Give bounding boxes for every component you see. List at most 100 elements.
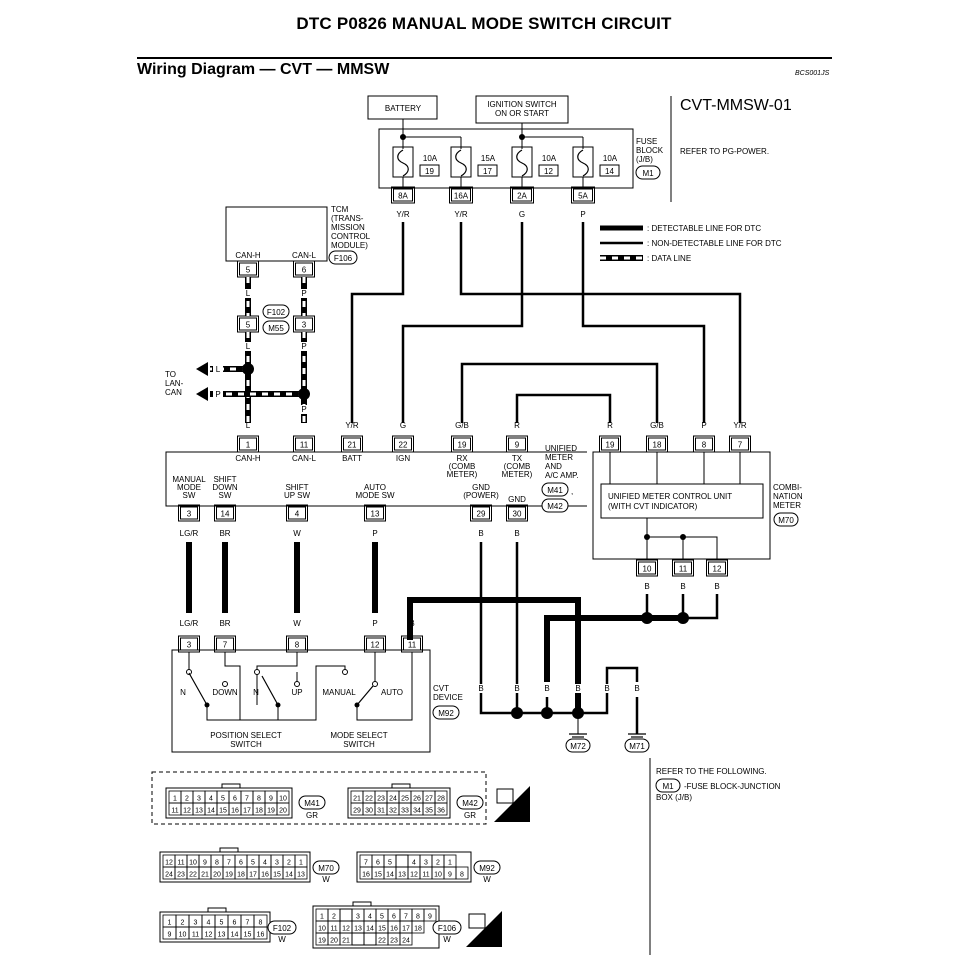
cvt-pin-number: 7 xyxy=(223,641,228,650)
f106-connector-pin-number: 3 xyxy=(356,914,360,921)
m92-connector-pin-number: 14 xyxy=(386,872,394,879)
meter-pin-name: BATT xyxy=(342,454,362,463)
f102-badge xyxy=(267,920,297,935)
joint-f-badge xyxy=(262,304,290,319)
wire-label-gap xyxy=(213,390,223,399)
tcm-pin xyxy=(239,262,257,276)
wire-color-label: W xyxy=(293,619,301,628)
connector-color: W xyxy=(443,935,451,944)
meter-bottom-pin-name: DOWN xyxy=(212,483,238,492)
meter-pin-name: (COMB xyxy=(504,462,531,471)
meter-bottom-pin xyxy=(216,506,234,520)
meter-pin-frame xyxy=(341,435,363,453)
switch-contact xyxy=(222,681,228,687)
m70-connector-pin-number: 9 xyxy=(203,860,207,867)
fuse-block-connector-badge-text: M1 xyxy=(642,169,654,178)
m92-connector-pin-number: 13 xyxy=(398,872,406,879)
wire-label-gap xyxy=(243,289,253,298)
meter-pin-number: 11 xyxy=(300,441,309,450)
m41-connector-pin-number: 6 xyxy=(233,796,237,803)
wire-color-label: Y/R xyxy=(396,210,410,219)
hs-symbol-bottom-text: H.S. xyxy=(479,934,497,944)
wire-color-label: P xyxy=(372,529,377,538)
combi-pin-number: 18 xyxy=(653,441,662,450)
m70-connector-pin-number: 2 xyxy=(287,860,291,867)
m92-connector-cell xyxy=(455,866,469,880)
m70-connector-pin-number: 5 xyxy=(251,860,255,867)
wire-label-gap xyxy=(477,684,485,693)
combi-bottom-pin xyxy=(674,561,692,575)
page-title: DTC P0826 MANUAL MODE SWITCH CIRCUIT xyxy=(296,14,672,33)
f102-connector-pin-number: 10 xyxy=(179,932,187,939)
meter-label: A/C AMP. xyxy=(545,471,579,480)
cvt-connector-badge-text: M92 xyxy=(438,709,454,718)
joint-connector-pin xyxy=(295,317,313,331)
cvt-pin-number: 11 xyxy=(408,641,417,650)
connector-color: W xyxy=(278,935,286,944)
fuse-holder xyxy=(450,146,472,178)
cvt-pin xyxy=(403,637,421,651)
f102-connector-pin-number: 9 xyxy=(168,932,172,939)
wire-color-label: G/B xyxy=(650,421,664,430)
unified-meter-control-unit xyxy=(600,483,764,519)
m41-connector-pin-number: 2 xyxy=(185,796,189,803)
meter-pin-number: 19 xyxy=(458,441,467,450)
fuse-terminal-frame xyxy=(510,186,534,204)
m70-connector-pin-number: 23 xyxy=(177,872,185,879)
m42-badge xyxy=(456,795,484,810)
m70-connector-pin-number: 7 xyxy=(227,860,231,867)
m41-badge-text: M41 xyxy=(304,799,320,808)
m41-connector-pin-number: 16 xyxy=(231,808,239,815)
tcm-label: MISSION xyxy=(331,223,365,232)
combi-pin xyxy=(695,437,713,451)
wire-label-gap xyxy=(213,365,223,374)
tcm-pin-name: CAN-H xyxy=(235,251,261,260)
m70-connector-pin-number: 21 xyxy=(201,872,209,879)
switch-pivot xyxy=(354,702,360,708)
wire-label-gap xyxy=(513,684,521,693)
m70-connector-tab xyxy=(219,847,239,853)
m92-connector-pin-number: 15 xyxy=(374,872,382,879)
m42-connector-pin-number: 24 xyxy=(389,796,397,803)
hs-symbol-top-triangle xyxy=(494,786,530,822)
fuse-terminal-number: 2A xyxy=(517,192,527,201)
batt-wire xyxy=(350,222,405,423)
ground-detectable-wire xyxy=(544,615,683,682)
m41-connector-pin-number: 14 xyxy=(207,808,215,815)
meter-bottom-pin-number: 3 xyxy=(187,510,192,519)
combi-bottom-pin-frame xyxy=(706,559,728,577)
legend-non-detectable-text: : NON-DETECTABLE LINE FOR DTC xyxy=(647,239,782,248)
switch-position-label: N xyxy=(253,688,259,697)
f106-connector-tab xyxy=(352,901,372,907)
fuse-number-box xyxy=(419,164,440,177)
f102-connector-pin-number: 15 xyxy=(244,932,252,939)
wire-color-label: P xyxy=(580,210,585,219)
meter-bottom-pin-number: 13 xyxy=(371,510,380,519)
rx-wire xyxy=(460,362,659,423)
ground-splice-dot xyxy=(541,707,553,719)
meter-bottom-pin-number: 14 xyxy=(221,510,230,519)
meter-bottom-pin-name: SW xyxy=(219,491,232,500)
m41-connector-pin-number: 10 xyxy=(279,796,287,803)
cvt-pin xyxy=(366,637,384,651)
ignition-switch-label: ON OR START xyxy=(495,109,549,118)
wire-label-gap xyxy=(603,684,611,693)
cvt-ground-detectable-wire xyxy=(407,597,581,682)
wire-color-label: BR xyxy=(219,529,230,538)
meter-ground-power-wire xyxy=(479,542,639,715)
combi-bottom-pin-number: 11 xyxy=(679,565,688,574)
m70-connector-cell xyxy=(294,866,308,880)
fuse-terminal-number: 5A xyxy=(578,192,588,201)
fuse-amperage: 10A xyxy=(542,154,557,163)
fuse-number: 19 xyxy=(425,167,434,176)
m41-connector-pin-number: 12 xyxy=(183,808,191,815)
switch-contact xyxy=(342,669,348,675)
wire-color-label: B xyxy=(575,684,580,693)
combi-connector-badge-text: M70 xyxy=(778,516,794,525)
m41-connector-pin-number: 3 xyxy=(197,796,201,803)
combi-pin-number: 8 xyxy=(702,441,707,450)
meter-label: AND xyxy=(545,462,562,471)
f106-connector-pin-number: 18 xyxy=(414,926,422,933)
meter-label: METER xyxy=(545,453,573,462)
